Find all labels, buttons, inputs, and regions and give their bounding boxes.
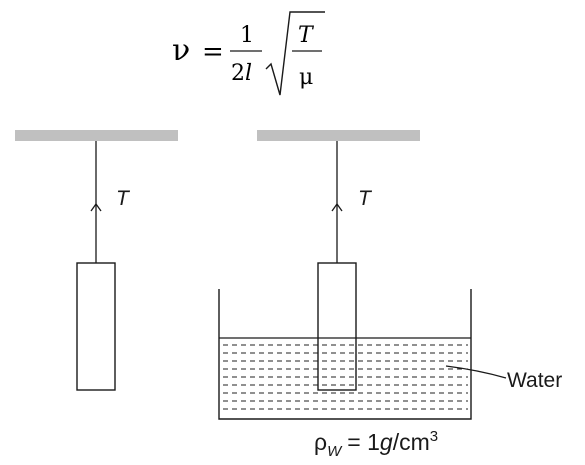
right-setup: T Water ρW= 1g/cm3 [218,130,562,460]
right-tension-label: T [358,187,373,210]
formula-lhs: ν [172,33,190,68]
left-setup: T [15,130,178,391]
water-label: Water [507,369,562,392]
left-tension-label: T [116,187,131,210]
formula-denominator: 2l [231,61,252,86]
right-ceiling [257,130,420,141]
water [223,344,468,410]
formula: ν = 1 2l T μ [172,11,325,96]
left-ceiling [15,130,178,141]
left-tension-arrow-icon [90,202,102,212]
beaker [218,289,472,420]
right-block [317,262,357,391]
formula-radical-sign [265,11,325,96]
formula-numerator: 1 [240,23,254,48]
right-tension-arrow-icon [331,202,343,212]
left-block [76,262,116,391]
formula-equals: = [202,37,224,67]
water-density: ρW= 1g/cm3 [314,428,438,460]
formula-radicand-denominator: μ [299,65,313,90]
formula-radicand-numerator: T [298,23,315,48]
water-leader-line [445,365,507,379]
